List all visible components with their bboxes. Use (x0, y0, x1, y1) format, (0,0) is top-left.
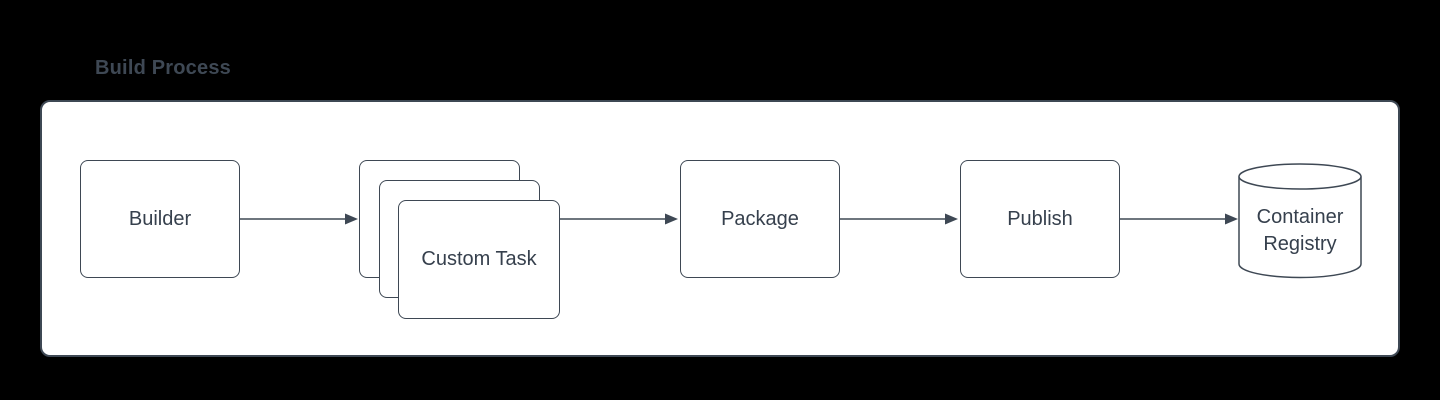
node-package: Package (680, 160, 840, 278)
node-publish: Publish (960, 160, 1120, 278)
node-custom-task-label: Custom Task (421, 248, 537, 270)
node-builder-label: Builder (128, 207, 192, 230)
node-builder: Builder (80, 160, 240, 278)
node-custom-task: Custom Task (398, 200, 560, 319)
cylinder-shape-icon (1238, 163, 1362, 279)
node-container-registry: Container Registry (1238, 163, 1362, 285)
node-publish-label: Publish (1007, 207, 1073, 230)
node-package-label: Package (721, 207, 799, 230)
diagram-title: Build Process (95, 57, 231, 79)
node-container-registry-label: Container Registry (1256, 206, 1344, 255)
